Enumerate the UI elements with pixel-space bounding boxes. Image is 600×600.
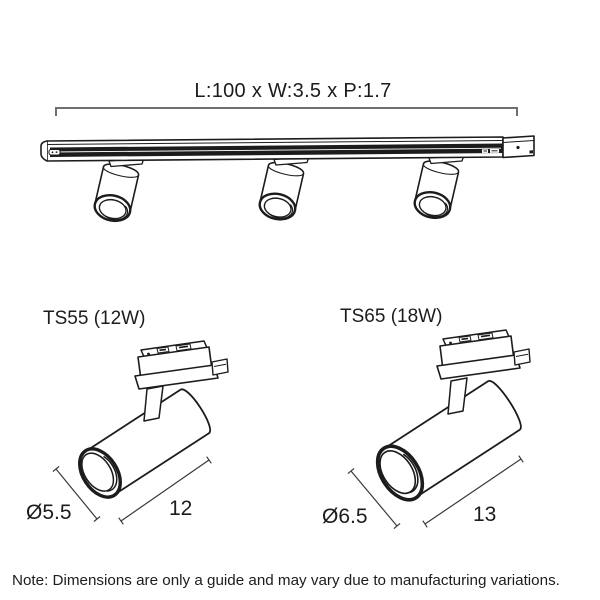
rail-endcap-plate: [48, 149, 61, 156]
ts65-spotlight-illustration: Ø6.5 13: [322, 329, 531, 530]
ts65-front-rim: [375, 444, 425, 502]
ts65-adapter-clip: [513, 348, 531, 366]
ts55-cylinder: [78, 388, 212, 499]
ts55-diameter-dimension: Ø5.5: [26, 466, 101, 524]
ts65-stem: [447, 377, 468, 415]
ts65-track-adapter: [436, 329, 531, 380]
ts55-model-label: TS55 (12W): [43, 308, 145, 329]
ts55-adapter-clip: [211, 358, 229, 376]
rail-bar: [40, 135, 535, 162]
ts55-length-label: 12: [169, 497, 192, 520]
ts65-model-label: TS65 (18W): [340, 306, 442, 327]
rail-live-end-connector: [502, 135, 535, 159]
ts65-length-dimension: 13: [422, 455, 524, 528]
rail-left-endcap: [40, 140, 48, 162]
rail-marking-labels: [482, 149, 499, 153]
ts55-spotlight-illustration: Ø5.5 12: [26, 340, 229, 525]
track-dimension-label: L:100 x W:3.5 x P:1.7: [194, 80, 391, 102]
track-rail-illustration: [40, 135, 535, 223]
ts55-diameter-label: Ø5.5: [26, 501, 72, 524]
ts55-track-adapter: [134, 340, 229, 390]
dimension-bracket: [55, 107, 518, 116]
ts65-cylinder: [375, 380, 522, 502]
ts55-length-dimension: 12: [118, 456, 212, 525]
ts65-diameter-dimension: Ø6.5: [322, 467, 401, 530]
footer-note: Note: Dimensions are only a guide and ma…: [12, 572, 560, 589]
ts65-diameter-label: Ø6.5: [322, 505, 368, 528]
ts55-front-rim: [78, 447, 122, 499]
ts65-length-label: 13: [473, 503, 496, 526]
